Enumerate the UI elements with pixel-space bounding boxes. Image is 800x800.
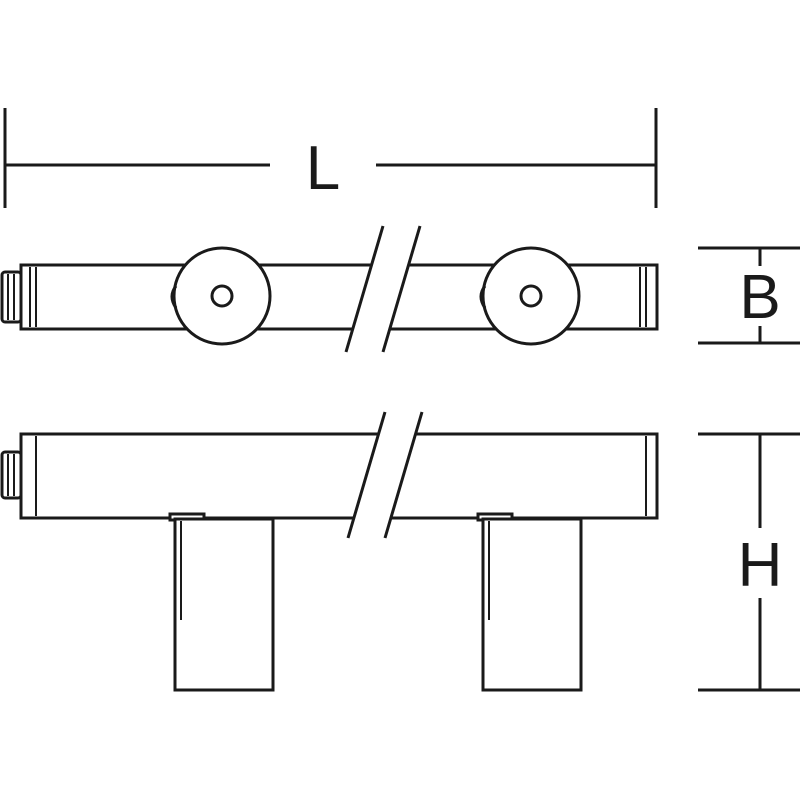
- post-right-top-view: [481, 246, 581, 346]
- break-line-side-1: [346, 411, 387, 539]
- screw-hole-left: [210, 284, 234, 308]
- screw-hole-right: [519, 284, 543, 308]
- depth-dimension: B: [698, 246, 800, 345]
- post-right-side-view: [481, 517, 583, 692]
- side-view: [0, 411, 659, 692]
- height-label: H: [738, 531, 783, 600]
- depth-label: B: [739, 263, 780, 332]
- break-line-side-2: [383, 411, 424, 539]
- bar-side-view: [19, 432, 659, 520]
- length-label: L: [306, 134, 340, 203]
- end-cap-top: [0, 270, 23, 324]
- post-left-top-view: [172, 246, 272, 346]
- length-dimension: L: [3, 108, 658, 208]
- end-cap-side: [0, 450, 23, 500]
- post-left-side-view: [173, 517, 275, 692]
- break-line-top-2: [381, 225, 422, 353]
- height-dimension: H: [698, 432, 800, 692]
- top-view: [0, 225, 659, 353]
- break-line-top-1: [344, 225, 385, 353]
